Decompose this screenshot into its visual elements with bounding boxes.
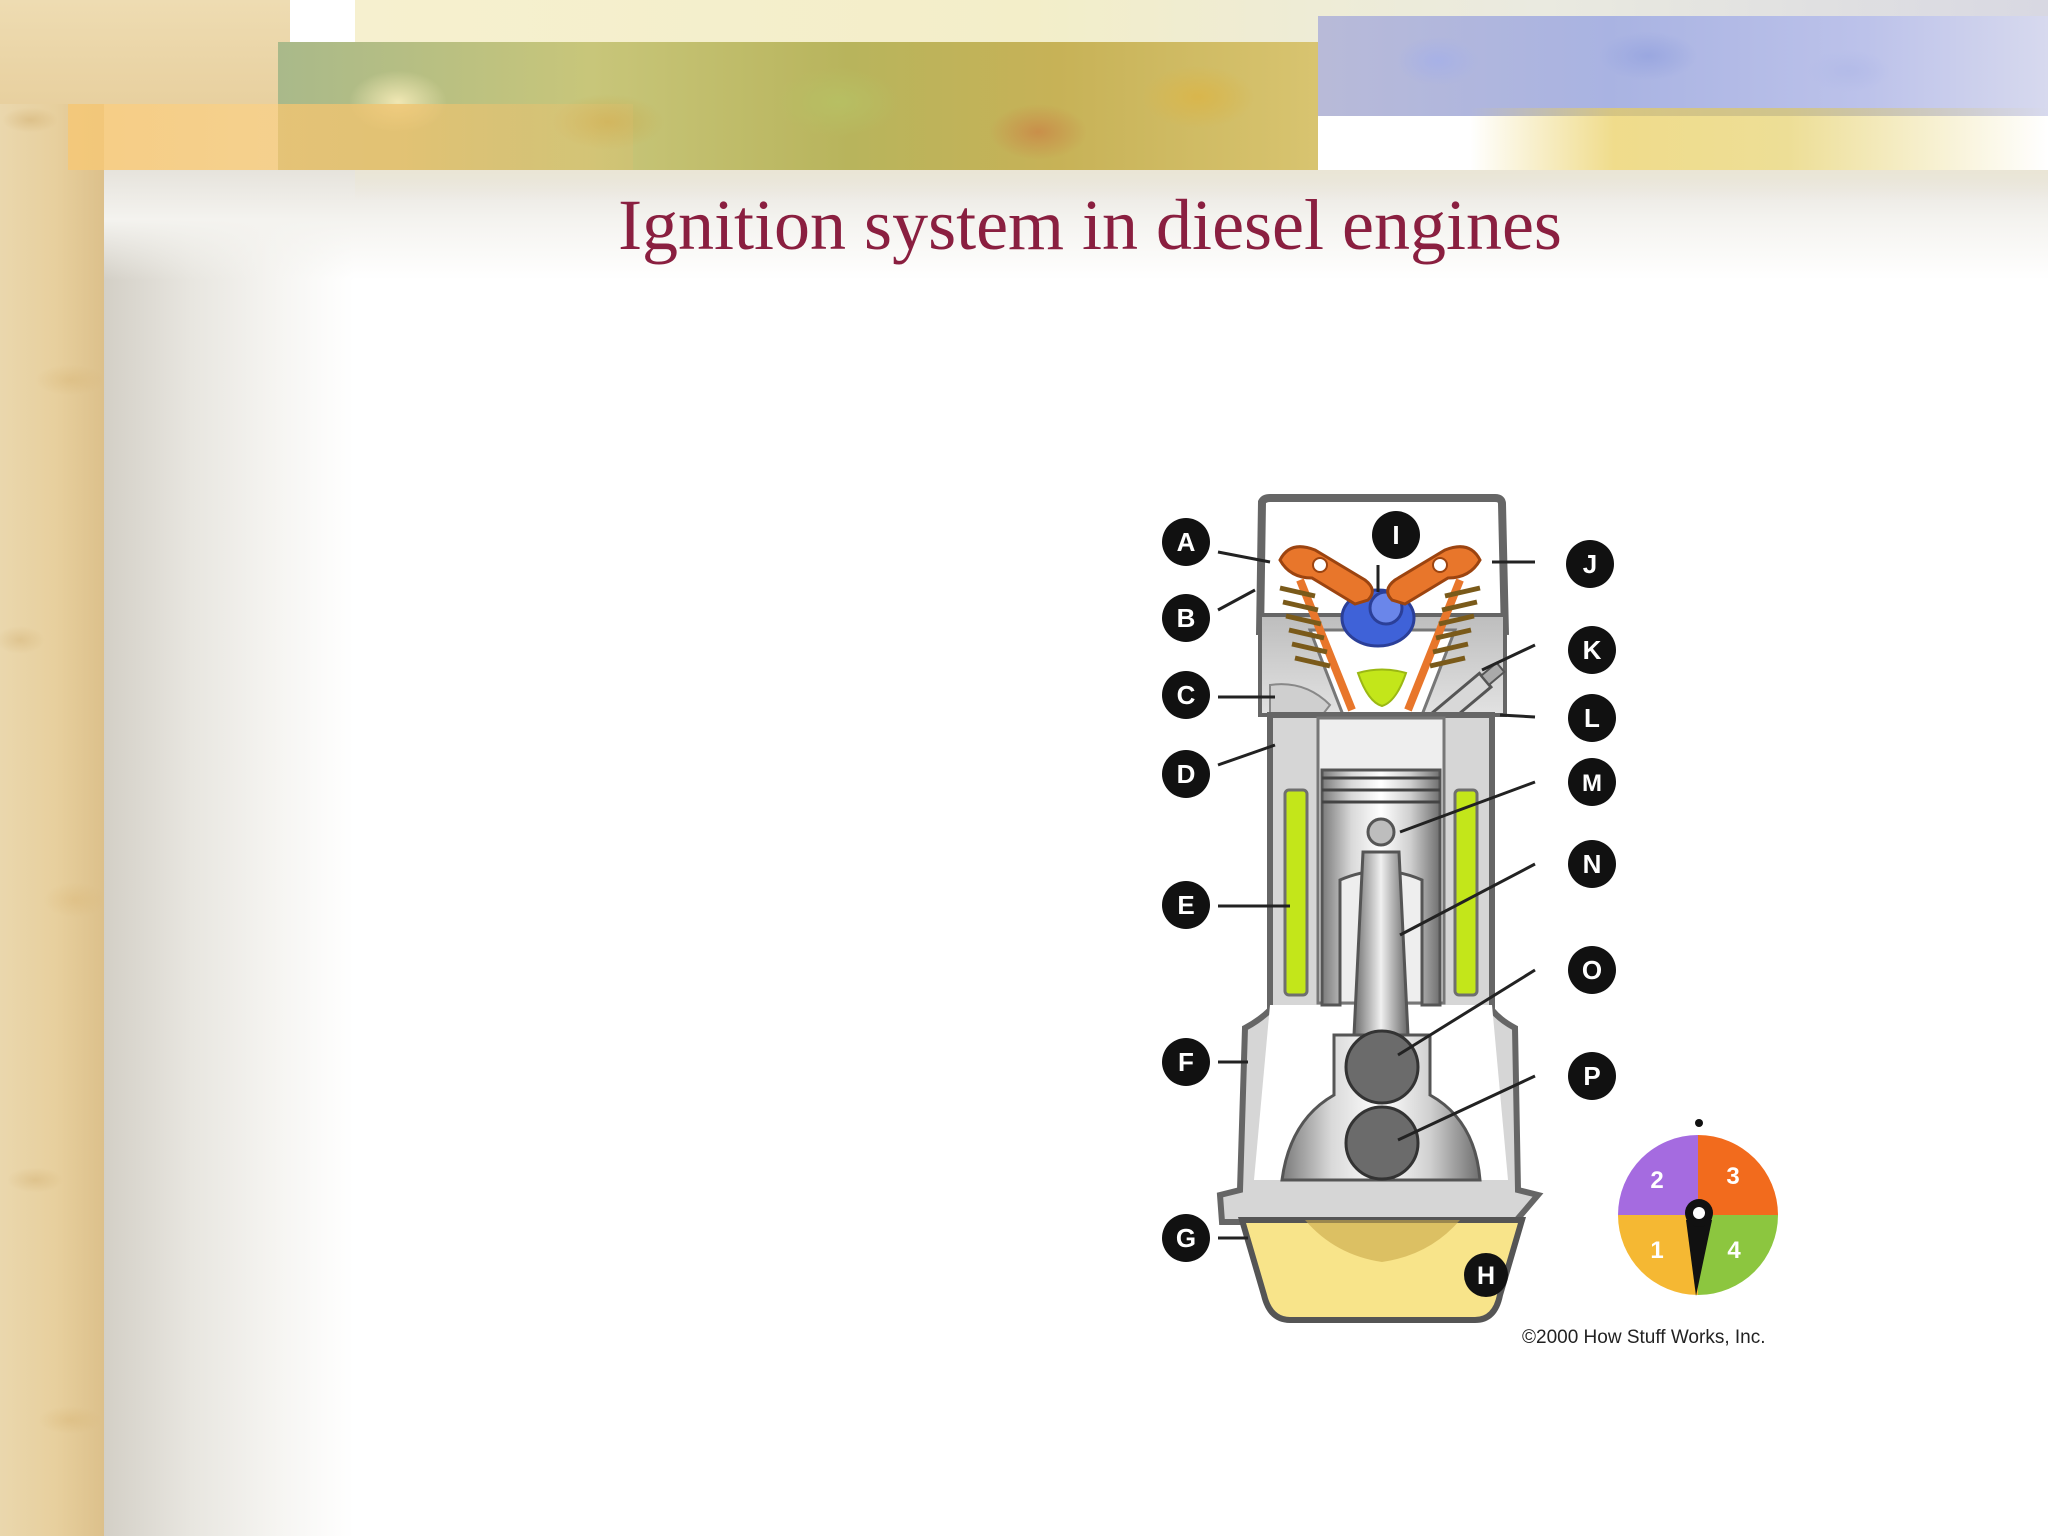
leader-lines [1217,550,1536,1240]
coolant-left [1283,788,1309,997]
part-label-a-text: A [1177,527,1196,557]
part-label-n-text: N [1583,849,1602,879]
part-label-j-text: J [1583,549,1597,579]
connecting-rod [1352,850,1410,1037]
stroke-wheel-quadrant-3 [1698,1135,1778,1215]
wrist-pin [1366,817,1396,847]
part-label-i-text: I [1392,520,1399,550]
stroke-label-2: 2 [1650,1167,1663,1194]
stroke-label-3: 3 [1726,1163,1739,1190]
rocker-pivot-right [1432,557,1448,573]
part-label-l: L [1568,694,1616,742]
part-label-e: E [1162,881,1210,929]
fuel-spray [1356,668,1408,708]
parchment-corner [0,0,290,104]
coolant-right [1453,788,1479,997]
stroke-wheel: 2 3 1 4 [1618,1119,1778,1296]
part-label-d: D [1162,750,1210,798]
part-label-i: I [1372,511,1420,559]
parchment-border [0,0,104,1536]
banner-orange-band [68,104,633,170]
part-label-a: A [1162,518,1210,566]
part-label-j: J [1566,540,1614,588]
rocker-pivot-left [1312,557,1328,573]
crank-journal-lower [1344,1105,1420,1181]
part-label-p-text: P [1583,1061,1600,1091]
part-label-o-text: O [1582,955,1602,985]
valve-cover [1256,494,1509,636]
banner-wheat-image [1470,108,2048,170]
stroke-wheel-quadrant-4 [1698,1215,1778,1295]
stroke-label-1: 1 [1650,1237,1663,1264]
valve-spring-right [1429,585,1481,669]
part-label-g: G [1162,1214,1210,1262]
left-shadow [104,170,354,1536]
part-label-c-text: C [1177,680,1196,710]
part-label-h: H [1464,1253,1508,1297]
banner-fade [355,170,2048,200]
part-label-p: P [1568,1052,1616,1100]
stroke-wheel-pointer [1686,1215,1712,1296]
oil-sump-shadow [1305,1220,1460,1262]
part-label-f: F [1162,1038,1210,1086]
part-label-o: O [1568,946,1616,994]
part-label-h-text: H [1477,1262,1495,1290]
part-label-m: M [1568,758,1616,806]
exhaust-valve-stem [1404,578,1464,712]
stroke-wheel-quadrant-2 [1618,1135,1698,1215]
stroke-wheel-quadrant-1 [1618,1215,1698,1295]
part-label-m-text: M [1582,770,1602,797]
engine-diagram: A B C D E F G H I J K L M N O P 2 3 1 4 [1162,494,1778,1323]
part-label-l-text: L [1584,703,1600,733]
copyright-notice: ©2000 How Stuff Works, Inc. [1522,1327,1766,1348]
valve-spring-left [1279,585,1331,669]
intake-valve-stem [1296,578,1356,712]
rocker-arm-right [1386,545,1482,606]
part-label-g-text: G [1176,1223,1196,1253]
slide-title: Ignition system in diesel engines [618,185,1562,265]
banner-blue-flowers-image [1318,16,2048,116]
part-label-c: C [1162,671,1210,719]
part-label-b: B [1162,594,1210,642]
part-label-k-text: K [1583,635,1602,665]
part-label-f-text: F [1178,1047,1194,1077]
part-label-k: K [1568,626,1616,674]
part-label-e-text: E [1177,890,1194,920]
oil-pan [1237,1217,1527,1323]
part-label-n: N [1568,840,1616,888]
rocker-arm-left [1278,545,1374,606]
part-label-d-text: D [1177,759,1196,789]
crank-journal-upper [1344,1029,1420,1105]
part-label-b-text: B [1177,603,1196,633]
stroke-label-4: 4 [1727,1237,1741,1264]
